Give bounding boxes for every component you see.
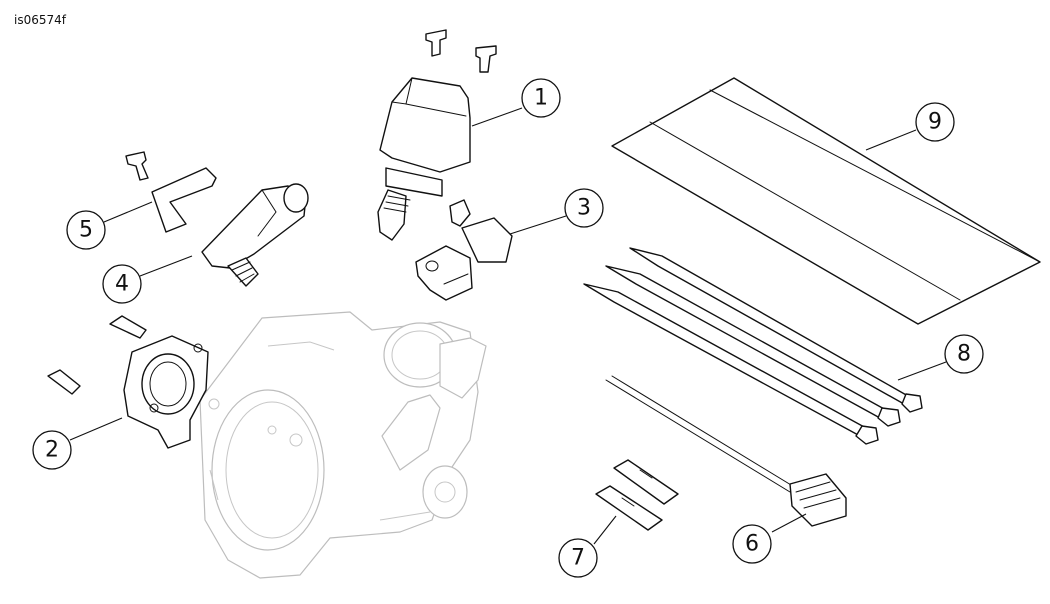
callout-3-label: 3 — [577, 196, 591, 221]
leader-line-3 — [509, 215, 567, 235]
temperature-sensor-illustration — [415, 199, 513, 301]
callout-2: 2 — [32, 430, 72, 470]
leader-line-1 — [471, 107, 523, 127]
callout-7-label: 7 — [571, 546, 585, 571]
callout-6-label: 6 — [745, 532, 759, 557]
position-sensor-illustration — [201, 183, 309, 287]
leader-line-6 — [771, 513, 807, 533]
throttle-body-illustration — [199, 311, 487, 579]
callout-8: 8 — [944, 334, 984, 374]
leader-line-9 — [865, 129, 917, 151]
cable-ties-illustration — [583, 247, 923, 445]
wiring-pigtail-illustration — [605, 375, 847, 527]
leader-line-8 — [897, 361, 947, 381]
sheet-illustration — [611, 77, 1041, 325]
retaining-clip-illustration — [125, 151, 217, 233]
callout-9: 9 — [915, 102, 955, 142]
figure-id: is06574f — [14, 13, 66, 27]
leader-lines — [69, 107, 947, 545]
leader-line-5 — [103, 201, 153, 223]
callout-9-label: 9 — [928, 110, 942, 135]
callout-1-label: 1 — [534, 86, 548, 111]
callout-5-label: 5 — [79, 218, 93, 243]
callout-8-label: 8 — [957, 342, 971, 367]
callout-2-label: 2 — [45, 438, 59, 463]
leader-line-4 — [139, 255, 193, 277]
idle-air-control-motor-illustration — [377, 29, 497, 241]
leader-line-2 — [69, 417, 123, 441]
callout-6: 6 — [732, 524, 772, 564]
splice-connectors-illustration — [595, 459, 679, 531]
callout-1: 1 — [521, 78, 561, 118]
sensor-flange-illustration — [47, 315, 209, 449]
callout-3: 3 — [564, 188, 604, 228]
callout-7: 7 — [558, 538, 598, 578]
callout-4: 4 — [102, 264, 142, 304]
leader-line-7 — [593, 515, 617, 545]
callout-4-label: 4 — [115, 272, 129, 297]
callout-5: 5 — [66, 210, 106, 250]
